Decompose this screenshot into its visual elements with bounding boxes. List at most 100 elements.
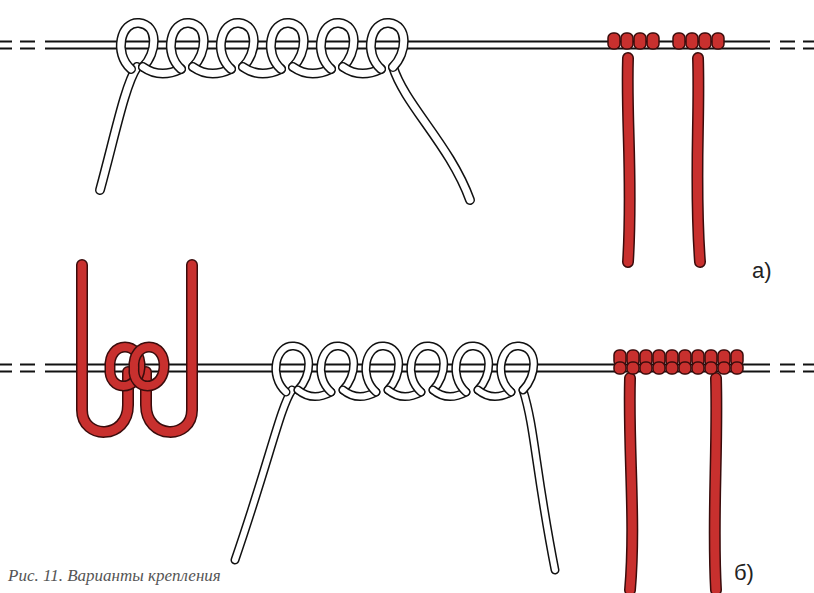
rod-outline bbox=[780, 41, 795, 50]
cord-outline bbox=[100, 67, 137, 190]
red-coil bbox=[679, 362, 691, 374]
cord-fill bbox=[276, 346, 309, 392]
rod-fill bbox=[0, 366, 12, 371]
red-wrap-knot bbox=[614, 350, 743, 374]
cord-loop bbox=[171, 23, 204, 69]
cord-loop bbox=[276, 346, 309, 392]
rod-fill bbox=[0, 43, 12, 48]
cord-outline bbox=[393, 67, 470, 200]
cord-loop bbox=[411, 346, 444, 392]
cord-outline bbox=[523, 390, 555, 570]
red-strand bbox=[630, 378, 633, 590]
red-coil bbox=[699, 33, 711, 49]
cord-fill bbox=[697, 58, 700, 262]
cord-fill bbox=[121, 23, 154, 69]
cord-outline bbox=[715, 378, 717, 590]
cord-loop bbox=[371, 23, 404, 69]
subfigure-label: б) bbox=[734, 560, 754, 586]
cord-fill bbox=[393, 67, 470, 200]
cord-fill bbox=[411, 346, 444, 392]
rod-fill bbox=[20, 43, 35, 48]
cord-loop bbox=[456, 346, 489, 392]
red-coil bbox=[634, 33, 646, 49]
rod-outline bbox=[20, 41, 35, 50]
subfigure-label: а) bbox=[752, 258, 772, 284]
cord-fill bbox=[134, 347, 164, 386]
rod-fill bbox=[803, 43, 814, 48]
cord-fill bbox=[628, 58, 630, 262]
cord-fill bbox=[523, 390, 555, 570]
rod-outline bbox=[803, 41, 814, 50]
cord-outline bbox=[321, 23, 354, 69]
hanging-strand bbox=[393, 67, 470, 200]
red-strand bbox=[697, 58, 700, 262]
cord-fill bbox=[271, 23, 304, 69]
red-coil bbox=[712, 33, 724, 49]
cord-fill bbox=[321, 23, 354, 69]
red-strand bbox=[715, 378, 717, 590]
rod-outline bbox=[803, 364, 814, 373]
red-strand bbox=[628, 58, 630, 262]
cord-loop bbox=[121, 23, 154, 69]
cord-fill bbox=[456, 346, 489, 392]
cord-loop bbox=[221, 23, 254, 69]
cord-fill bbox=[630, 378, 633, 590]
red-coil bbox=[647, 33, 659, 49]
cord-outline bbox=[697, 58, 700, 262]
hanging-strand bbox=[100, 67, 137, 190]
cord-loop bbox=[501, 346, 534, 392]
cord-outline bbox=[371, 23, 404, 69]
cord-outline bbox=[321, 346, 354, 392]
cord-outline bbox=[366, 346, 399, 392]
cord-fill bbox=[371, 23, 404, 69]
red-coil bbox=[718, 362, 730, 374]
rod-fill bbox=[803, 366, 814, 371]
cord-outline bbox=[134, 347, 164, 386]
red-coil bbox=[614, 362, 626, 374]
rod-outline bbox=[0, 41, 12, 50]
cord-fill bbox=[321, 346, 354, 392]
rod-fill bbox=[780, 43, 795, 48]
cord-loop bbox=[271, 23, 304, 69]
cord-outline bbox=[630, 378, 633, 590]
cord-fill bbox=[171, 23, 204, 69]
cord-outline bbox=[501, 346, 534, 392]
red-coil bbox=[666, 362, 678, 374]
rod-outline bbox=[0, 364, 12, 373]
red-knot-loop bbox=[134, 347, 164, 386]
cord-fill bbox=[501, 346, 534, 392]
red-coil bbox=[608, 33, 620, 49]
rod-outline bbox=[20, 364, 35, 373]
hanging-strand bbox=[523, 390, 555, 570]
cord-fill bbox=[715, 378, 717, 590]
cord-fill bbox=[366, 346, 399, 392]
cord-outline bbox=[456, 346, 489, 392]
cord-outline bbox=[235, 390, 292, 560]
cord-outline bbox=[271, 23, 304, 69]
cord-outline bbox=[121, 23, 154, 69]
cord-loop bbox=[321, 346, 354, 392]
cord-fill bbox=[221, 23, 254, 69]
red-coil bbox=[673, 33, 685, 49]
cord-loop bbox=[321, 23, 354, 69]
red-coil bbox=[627, 362, 639, 374]
hanging-strand bbox=[235, 390, 292, 560]
cord-outline bbox=[411, 346, 444, 392]
rod-outline bbox=[780, 364, 795, 373]
cord-outline bbox=[171, 23, 204, 69]
cord-fill bbox=[100, 67, 137, 190]
red-coil bbox=[705, 362, 717, 374]
cord-outline bbox=[221, 23, 254, 69]
red-wrap-knot bbox=[608, 33, 724, 49]
red-coil bbox=[640, 362, 652, 374]
figure-caption: Рис. 11. Варианты крепления bbox=[8, 566, 221, 586]
red-coil bbox=[621, 33, 633, 49]
red-coil bbox=[731, 362, 743, 374]
rod-fill bbox=[20, 366, 35, 371]
cord-loop bbox=[366, 346, 399, 392]
red-coil bbox=[692, 362, 704, 374]
red-coil bbox=[686, 33, 698, 49]
rod-fill bbox=[780, 366, 795, 371]
cord-outline bbox=[628, 58, 630, 262]
